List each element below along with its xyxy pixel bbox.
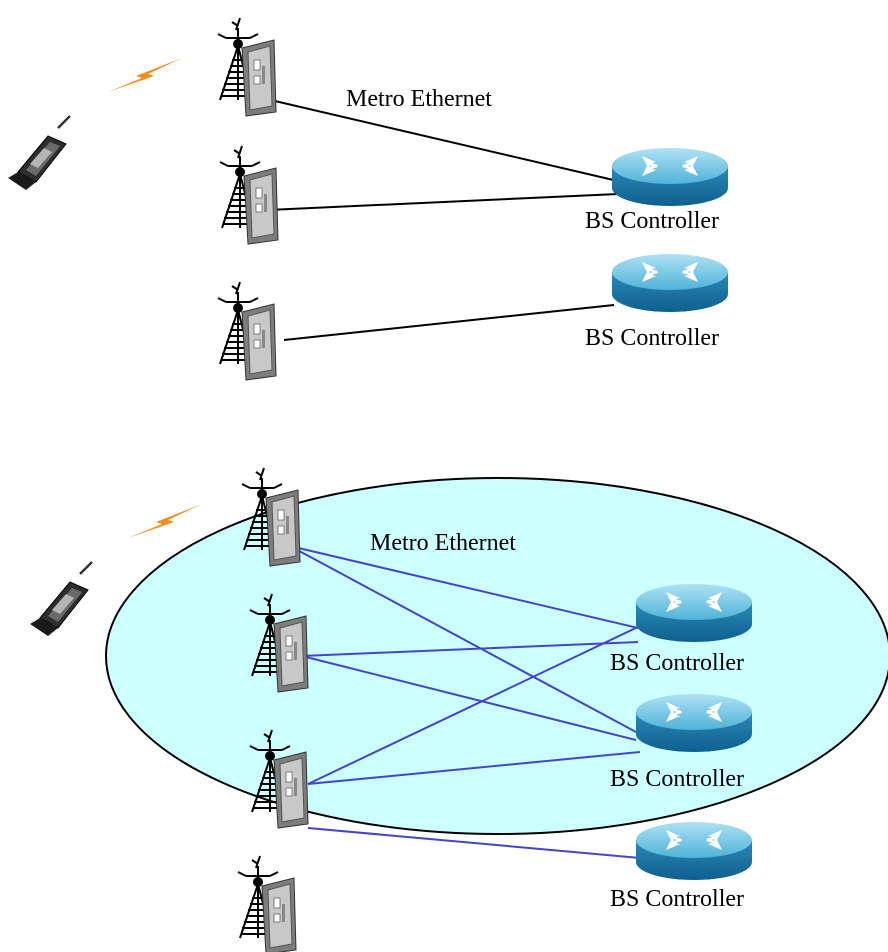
- base-station-tower-icon: [219, 145, 279, 245]
- top-links: [261, 97, 623, 341]
- base-station-tower-icon: [217, 17, 277, 117]
- link-tower2-controller1: [301, 641, 639, 657]
- controller-label: BS Controller: [610, 650, 744, 676]
- link-tower2-controller2: [301, 655, 637, 741]
- controller-label: BS Controller: [585, 208, 719, 234]
- bottom-links: [289, 545, 641, 859]
- controller-label: BS Controller: [585, 325, 719, 351]
- link-tower1-controller1: [289, 545, 639, 629]
- link-tower1-controller2: [289, 545, 637, 733]
- link-tower3-controller2: [307, 751, 641, 785]
- link-tower1-controller1: [261, 97, 623, 183]
- router-icon: [636, 584, 752, 642]
- router-icon: [612, 254, 728, 312]
- base-station-tower-icon: [217, 281, 277, 381]
- controller-label: BS Controller: [610, 886, 744, 912]
- network-label-bottom: Metro Ethernet: [370, 530, 516, 556]
- router-icon: [612, 148, 728, 206]
- link-tower2-controller1: [267, 193, 619, 211]
- lightning-signal-icon: [128, 504, 202, 538]
- top-diagram: Metro Ethernet BS Controller BS Controll…: [6, 17, 728, 381]
- network-label-top: Metro Ethernet: [346, 86, 492, 112]
- link-tower4-controller3: [307, 827, 641, 859]
- router-icon: [636, 822, 752, 880]
- base-station-tower-icon: [237, 855, 297, 952]
- mobile-phone-icon: [28, 560, 94, 638]
- router-icon: [636, 694, 752, 752]
- link-tower3-controller1: [307, 625, 641, 785]
- lightning-signal-icon: [108, 58, 182, 92]
- link-tower3-controller2: [283, 304, 615, 341]
- bottom-diagram: Metro Ethernet BS Controller BS Controll…: [28, 467, 888, 952]
- controller-label: BS Controller: [610, 766, 744, 792]
- mobile-phone-icon: [6, 114, 72, 192]
